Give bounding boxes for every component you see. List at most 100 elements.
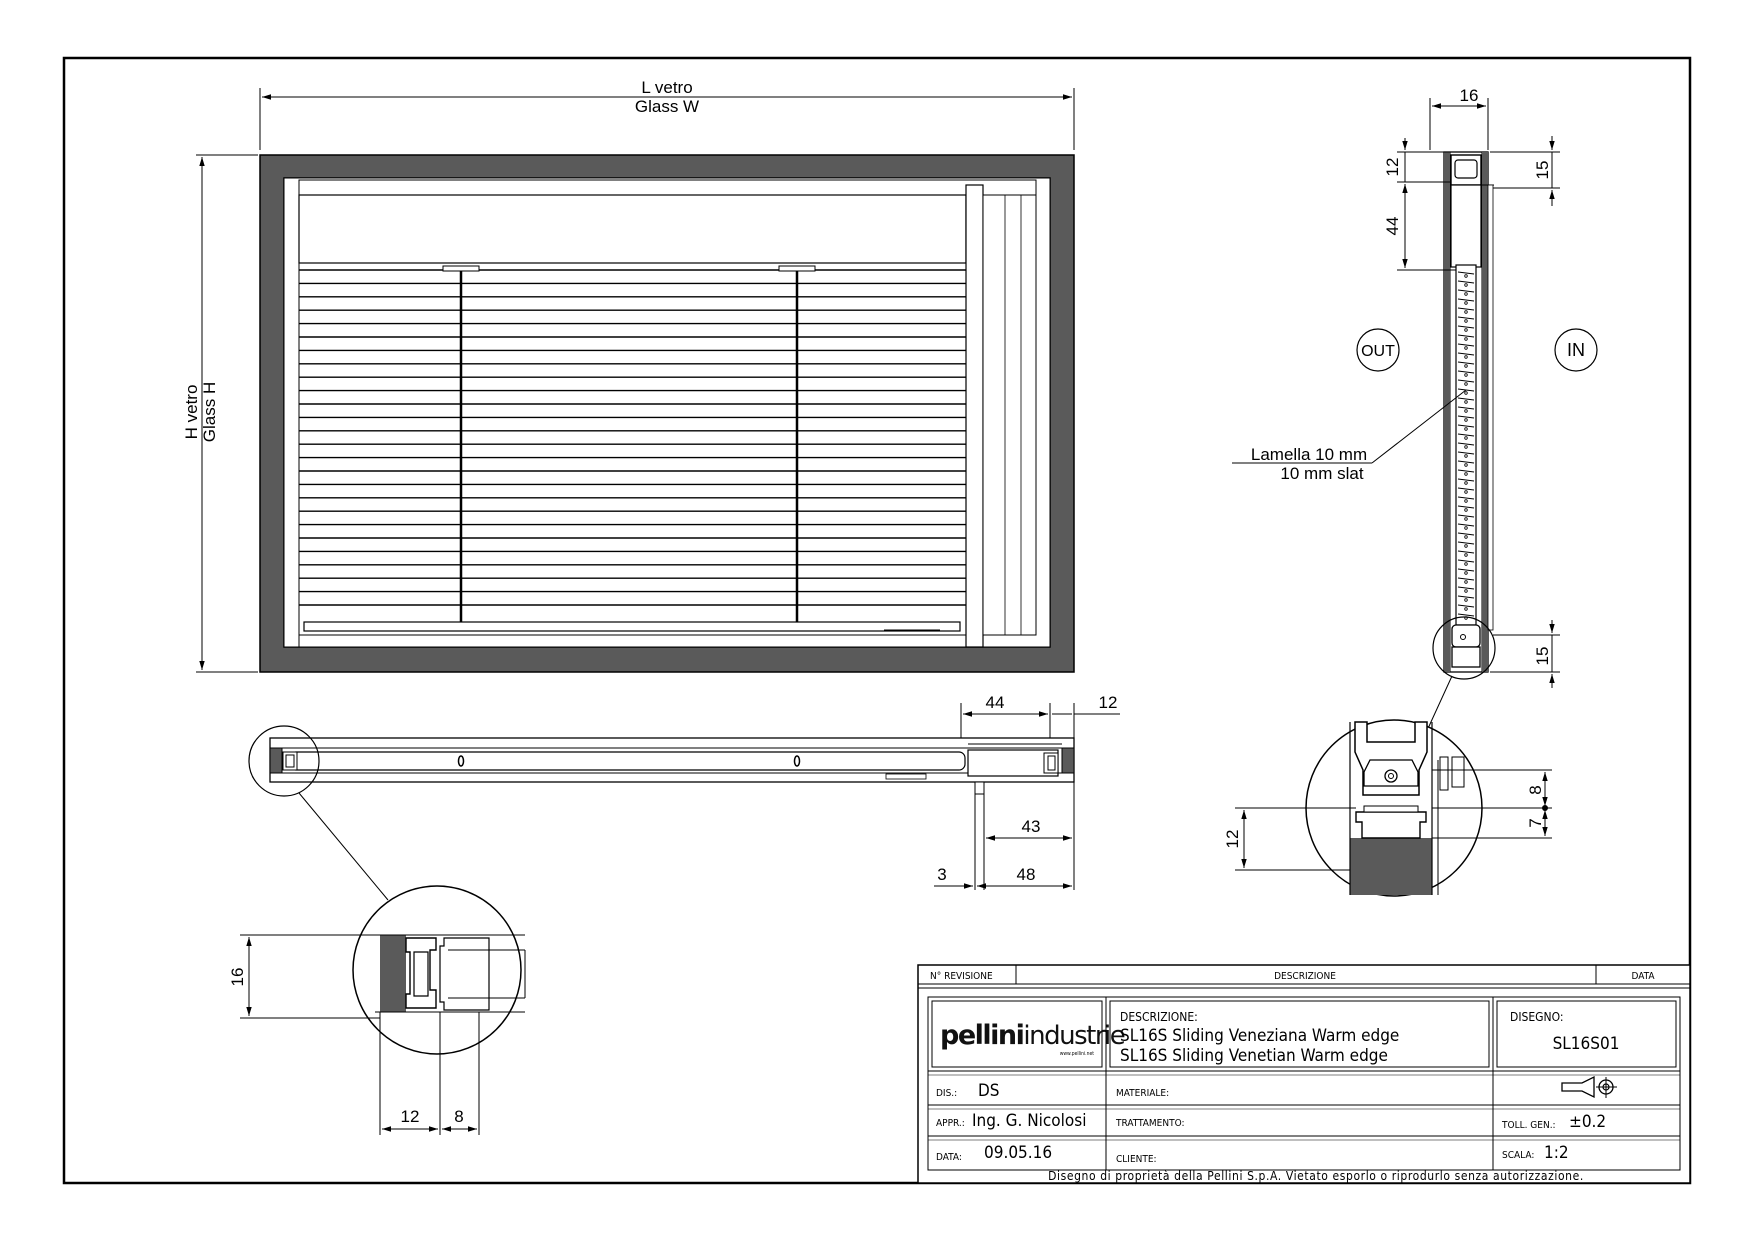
section-slat <box>1457 595 1475 599</box>
section-slat-pin <box>1464 580 1468 584</box>
ownership-footer: Disegno di proprietà della Pellini S.p.A… <box>1048 1169 1584 1183</box>
section-slat <box>1457 559 1475 563</box>
section-slat <box>1457 334 1475 338</box>
section-slat <box>1457 379 1475 383</box>
section-slat <box>1457 523 1475 527</box>
section-slat <box>1457 604 1475 608</box>
detail-left-dim-12: 12 <box>401 1107 420 1126</box>
section-slat-pin <box>1464 481 1468 485</box>
section-slat-pin <box>1464 346 1468 350</box>
company-logo-url: www.pellini.net <box>1060 1051 1095 1057</box>
section-slat <box>1457 487 1475 491</box>
section-slat-pin <box>1464 409 1468 413</box>
section-slat-pin <box>1464 283 1468 287</box>
projection-symbol-icon <box>1561 1075 1617 1099</box>
section-slat <box>1457 316 1475 320</box>
section-slat <box>1457 568 1475 572</box>
section-slat <box>1457 469 1475 473</box>
section-slat-pin <box>1464 445 1468 449</box>
trattamento-label: TRATTAMENTO: <box>1115 1118 1185 1129</box>
section-slat-pin <box>1464 607 1468 611</box>
data-value: 09.05.16 <box>984 1143 1052 1163</box>
cliente-label: CLIENTE: <box>1116 1154 1157 1165</box>
section-slat-pin <box>1464 517 1468 521</box>
section-slat-pin <box>1464 337 1468 341</box>
section-slat-pin <box>1464 391 1468 395</box>
section-slat-pin <box>1464 427 1468 431</box>
section-slat <box>1457 586 1475 590</box>
section-slat-pin <box>1464 364 1468 368</box>
drawing-code: SL16S01 <box>1553 1034 1620 1054</box>
section-slat-pin <box>1464 274 1468 278</box>
section-slat-pin <box>1464 490 1468 494</box>
sheet-border <box>62 56 1692 1185</box>
plan-dim-43: 43 <box>1022 817 1041 836</box>
section-view: 16 12 44 15 <box>1232 86 1598 688</box>
section-slat <box>1457 397 1475 401</box>
drawing-label: DISEGNO: <box>1510 1010 1564 1024</box>
scala-value: 1:2 <box>1544 1143 1569 1163</box>
description-line-1: SL16S Sliding Veneziana Warm edge <box>1120 1026 1399 1046</box>
section-slat-pin <box>1464 436 1468 440</box>
section-slat <box>1457 406 1475 410</box>
appr-value: Ing. G. Nicolosi <box>972 1111 1086 1131</box>
section-slat-pin <box>1464 508 1468 512</box>
dis-value: DS <box>978 1081 1000 1101</box>
section-slat <box>1457 496 1475 500</box>
glass-height-label-en: Glass H <box>200 382 219 442</box>
section-slat-pin <box>1464 553 1468 557</box>
glass-width-label-it: L vetro <box>641 78 692 97</box>
section-slat-pin <box>1464 571 1468 575</box>
company-logo: pelliniindustrie <box>940 1020 1125 1051</box>
plan-dim-12: 12 <box>1099 693 1118 712</box>
data-label: DATA: <box>936 1152 962 1163</box>
plan-dim-44: 44 <box>986 693 1005 712</box>
section-slat <box>1457 271 1475 275</box>
section-slat <box>1457 307 1475 311</box>
plan-view: 44 12 43 48 3 <box>269 693 1120 890</box>
detail-right: 8 7 12 <box>1223 719 1552 897</box>
date-header: DATA <box>1632 971 1656 982</box>
glass-height-label-it: H vetro <box>182 385 201 440</box>
toll-value: ±0.2 <box>1569 1112 1606 1132</box>
section-slat-pin <box>1464 355 1468 359</box>
section-dim-12: 12 <box>1383 158 1402 177</box>
section-slat <box>1457 370 1475 374</box>
section-slat <box>1457 505 1475 509</box>
title-block: N° REVISIONE DESCRIZIONE DATA pelliniind… <box>917 964 1691 1184</box>
section-slat <box>1457 613 1475 617</box>
description-label: DESCRIZIONE: <box>1120 1010 1198 1024</box>
section-slat <box>1457 361 1475 365</box>
section-slat <box>1457 433 1475 437</box>
out-label: OUT <box>1361 343 1395 360</box>
dis-label: DIS.: <box>936 1088 957 1099</box>
section-slat-pin <box>1464 418 1468 422</box>
section-slat <box>1457 541 1475 545</box>
section-slat <box>1457 442 1475 446</box>
section-slat <box>1457 532 1475 536</box>
plan-dim-48: 48 <box>1017 865 1036 884</box>
section-slat <box>1457 343 1475 347</box>
section-slat <box>1457 298 1475 302</box>
section-slat-pin <box>1464 454 1468 458</box>
section-slat <box>1457 280 1475 284</box>
section-slat-pin <box>1464 373 1468 377</box>
front-view: L vetro Glass W H vetro Glass H <box>182 78 1075 673</box>
section-slat <box>1457 451 1475 455</box>
detail-right-dim-8: 8 <box>1526 785 1545 794</box>
section-slat-pin <box>1464 310 1468 314</box>
appr-label: APPR.: <box>936 1118 965 1129</box>
section-slats <box>1457 271 1475 620</box>
slat-label-it: Lamella 10 mm <box>1251 445 1367 464</box>
section-slat-pin <box>1464 544 1468 548</box>
section-slat-pin <box>1464 535 1468 539</box>
section-slat <box>1457 550 1475 554</box>
section-slat <box>1457 289 1475 293</box>
section-slat <box>1457 478 1475 482</box>
section-slat-pin <box>1464 472 1468 476</box>
section-dim-15-top: 15 <box>1533 161 1552 180</box>
revision-header: N° REVISIONE <box>930 971 993 982</box>
section-slat <box>1457 352 1475 356</box>
in-label: IN <box>1567 340 1585 360</box>
section-slat <box>1457 577 1475 581</box>
